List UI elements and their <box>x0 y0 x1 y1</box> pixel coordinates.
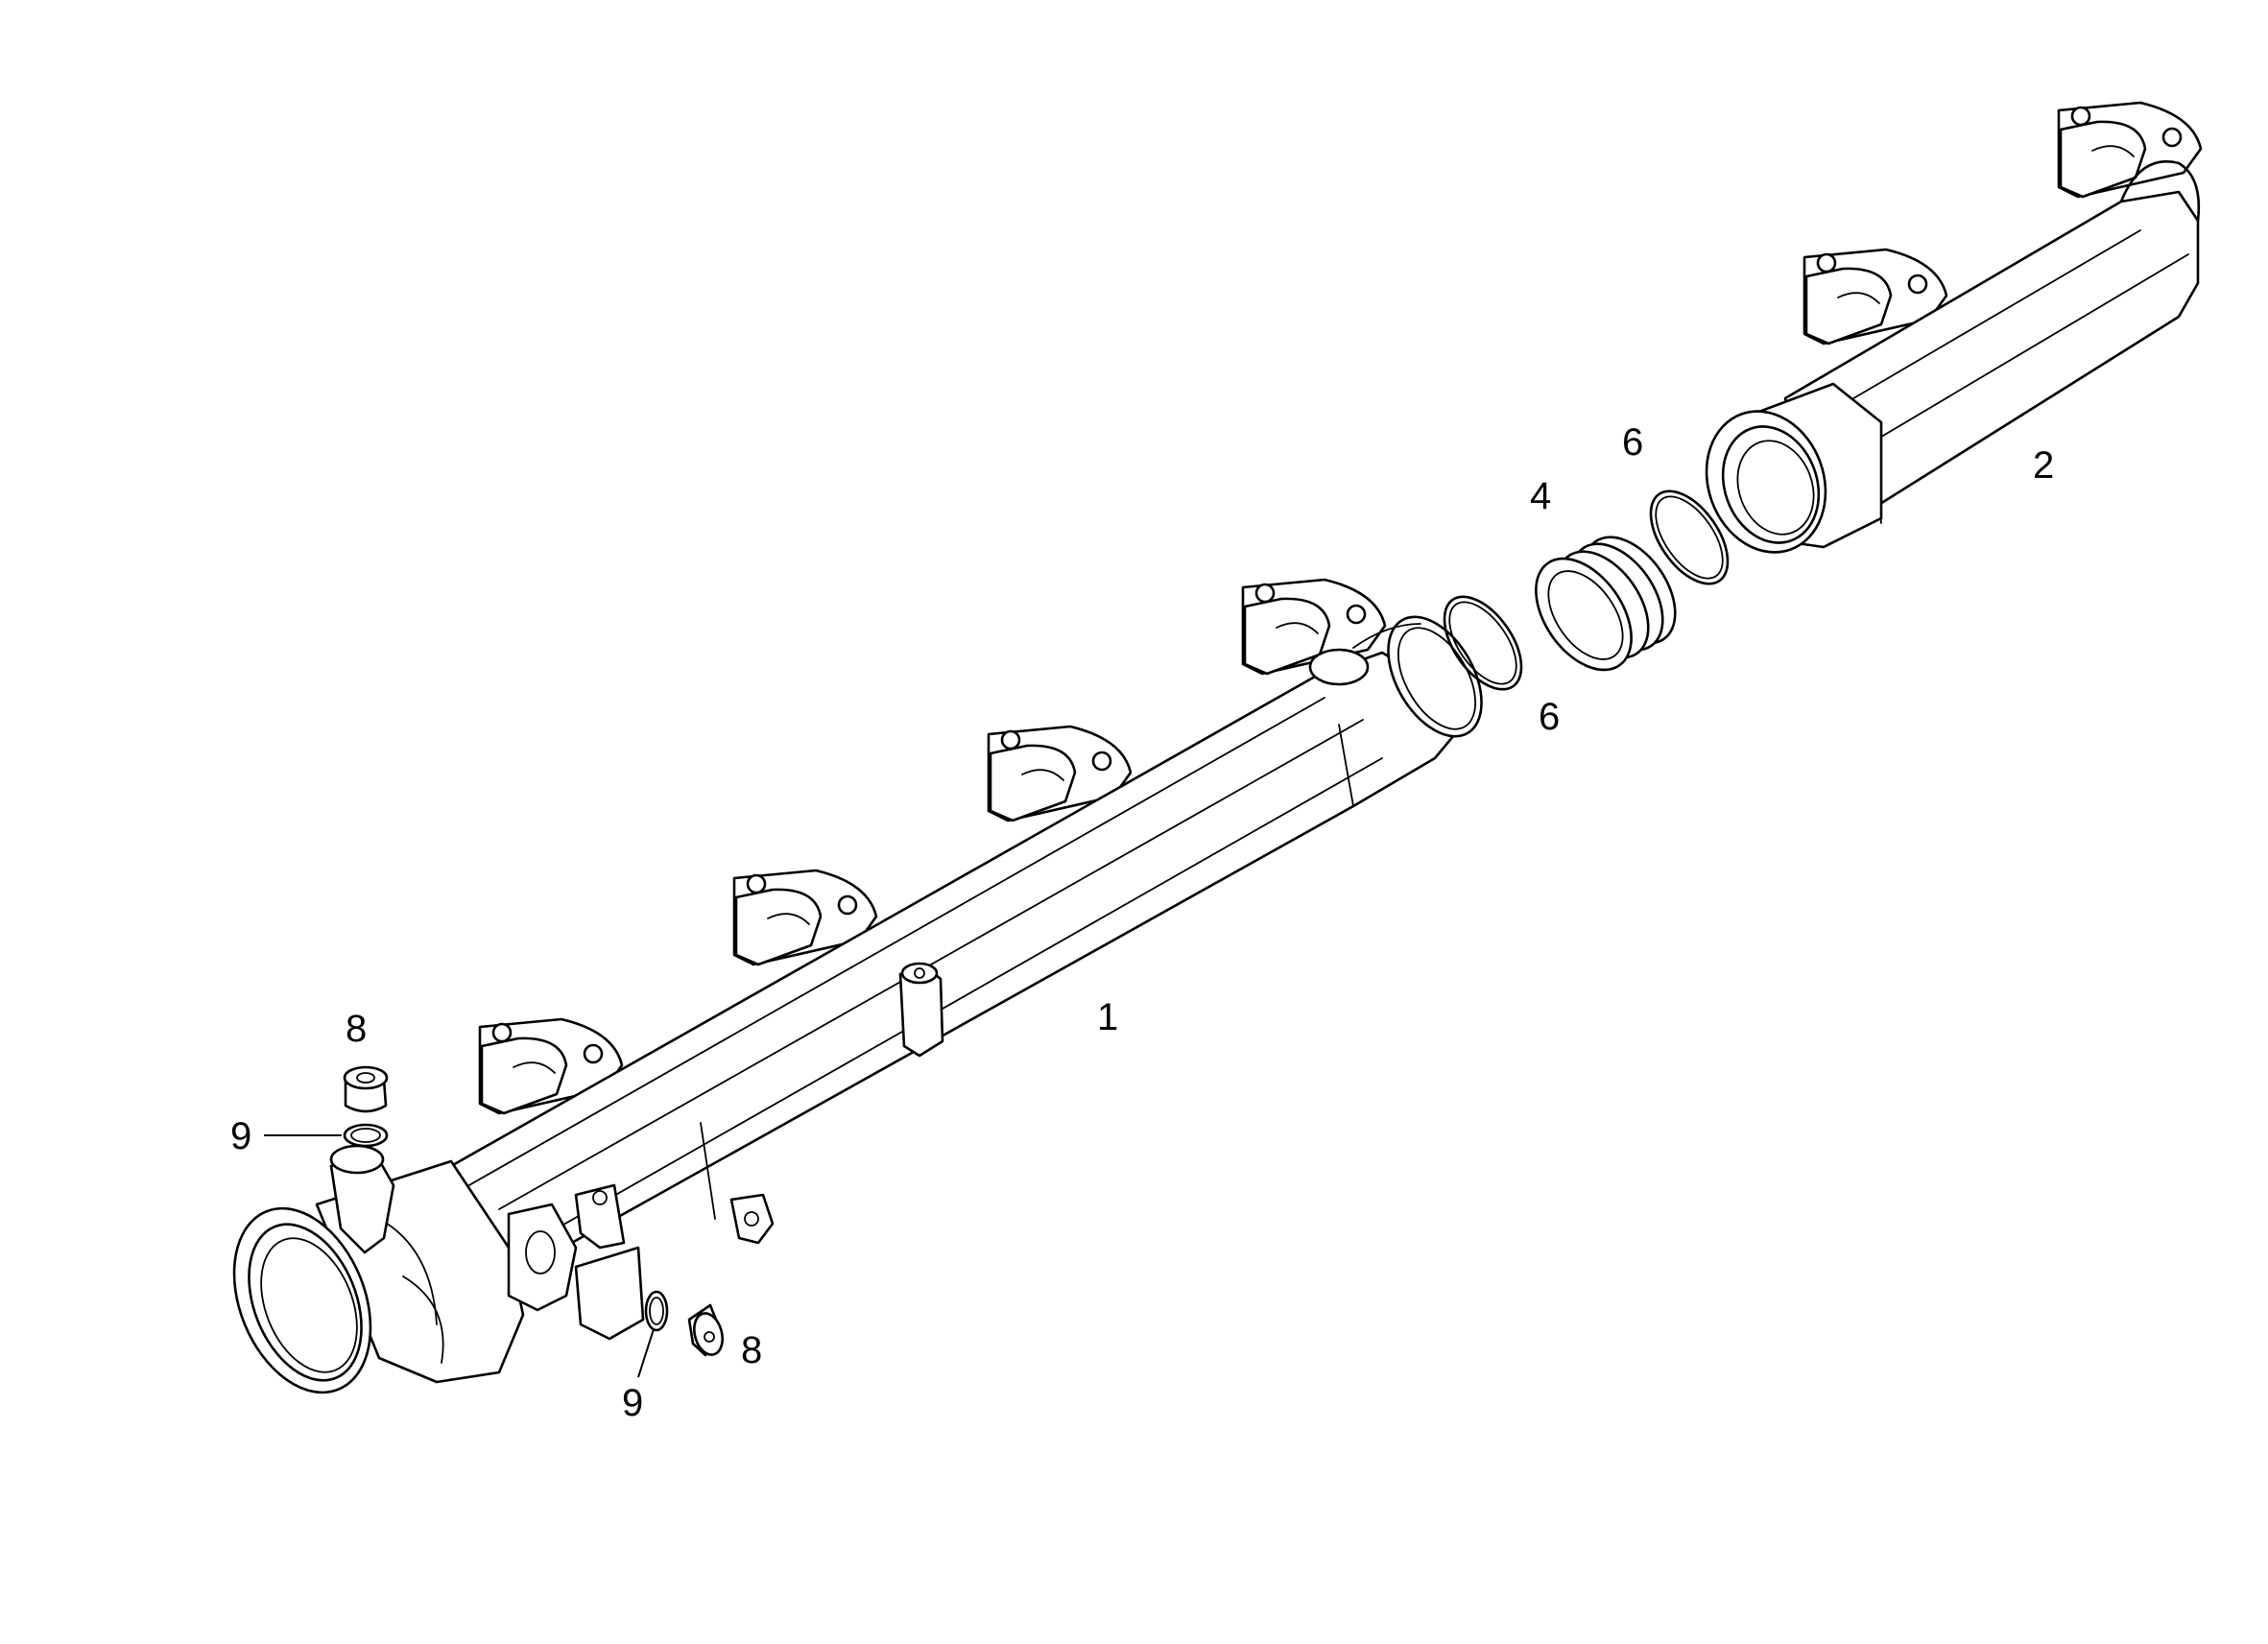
seal-ring-6-left <box>1443 595 1523 691</box>
callout-part-9-upper: 9 <box>230 1115 251 1157</box>
mounting-flange-2 <box>732 869 878 966</box>
callout-part-4: 4 <box>1530 475 1551 517</box>
callout-part-2: 2 <box>2033 444 2054 487</box>
inlet-port-2 <box>1705 382 1883 554</box>
callout-part-6-lower: 6 <box>1539 696 1560 738</box>
manifold-section-2 <box>1705 101 2203 554</box>
callout-part-8-lower: 8 <box>741 1329 762 1371</box>
plug-8-lower <box>687 1303 724 1357</box>
leader-part-9-lower <box>637 1328 655 1378</box>
manifold-section-1 <box>232 578 1483 1394</box>
callout-part-1: 1 <box>1097 996 1118 1038</box>
callout-part-6-upper: 6 <box>1622 421 1643 464</box>
mounting-flange-3 <box>987 725 1133 822</box>
mounting-flange-1 <box>478 1017 624 1115</box>
inlet-port-1 <box>232 1144 645 1394</box>
lower-mounting-boss <box>729 1193 775 1245</box>
callout-part-9-lower: 9 <box>622 1382 643 1424</box>
washer-9-upper <box>343 1123 389 1148</box>
plug-8-upper <box>343 1065 389 1113</box>
washer-9-lower <box>644 1290 669 1332</box>
outlet-flange-1 <box>1308 615 1483 738</box>
mounting-flange-5 <box>1802 248 1948 345</box>
seal-ring-6-right <box>1649 489 1730 585</box>
connecting-sleeve-4 <box>1535 536 1677 672</box>
callout-part-8-upper: 8 <box>346 1008 367 1050</box>
manifold-tube-1 <box>449 651 1461 1269</box>
mounting-flange-6 <box>2057 101 2203 199</box>
center-mounting-boss <box>898 962 944 1058</box>
